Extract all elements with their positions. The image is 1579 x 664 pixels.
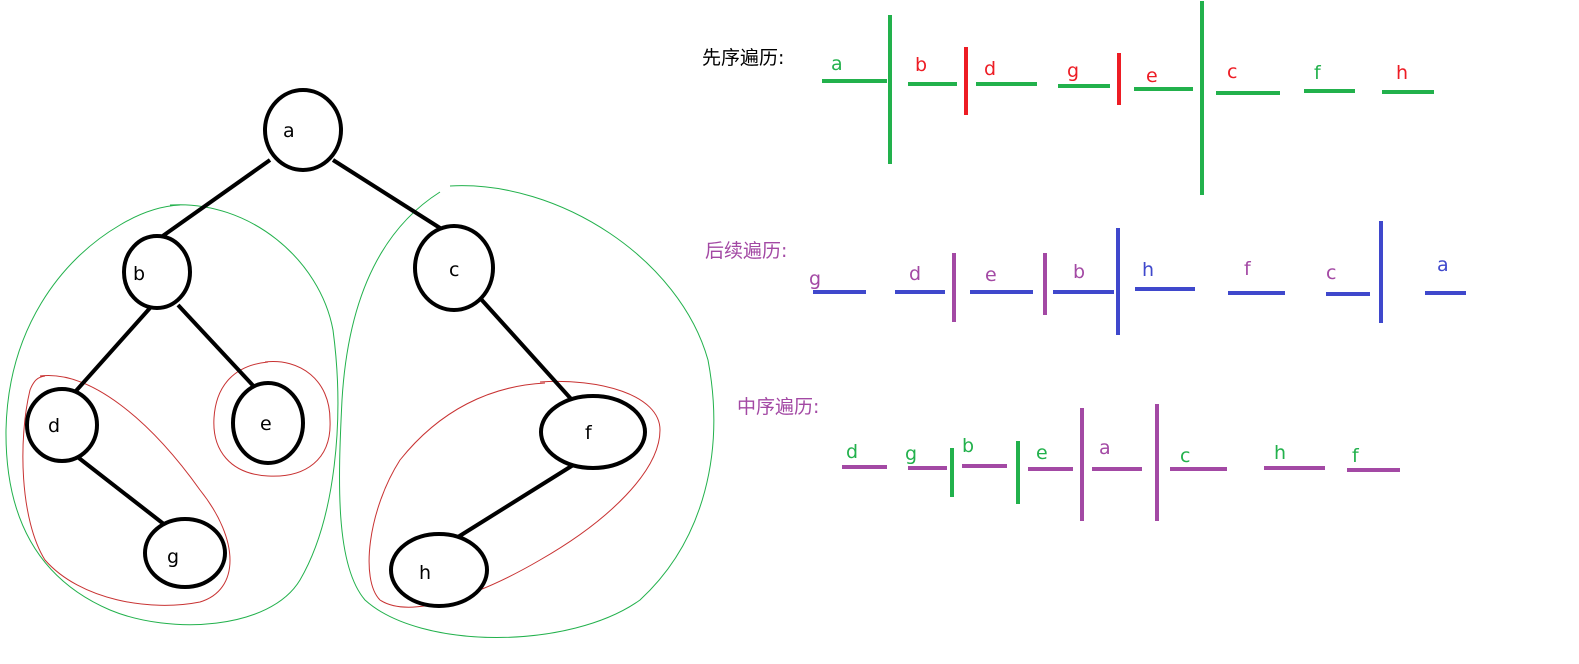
tree-node-a: a: [263, 88, 343, 172]
tree-node-label: b: [133, 263, 145, 285]
postorder-letter: c: [1326, 262, 1336, 284]
postorder-letter: e: [985, 264, 997, 286]
inorder-letter: g: [905, 443, 917, 465]
postorder-letter: h: [1142, 259, 1154, 281]
d-subtree-outline: [22, 375, 231, 606]
preorder-letter: h: [1396, 62, 1408, 84]
tree-node-label: a: [283, 120, 295, 142]
tree-node-label: d: [48, 415, 60, 437]
tree-node-f: f: [539, 394, 647, 470]
preorder-letter: d: [984, 58, 996, 80]
tree-node-circle: [143, 517, 227, 589]
postorder-section: 后续遍历: g d e b h f c a: [705, 221, 1466, 335]
tree-node-circle: [413, 224, 495, 312]
inorder-letter: a: [1099, 437, 1111, 459]
tree-edge-b-e: [176, 303, 262, 395]
tree-node-label: e: [260, 413, 272, 435]
tree-node-label: f: [585, 422, 593, 444]
inorder-letter: e: [1036, 442, 1048, 464]
tree-node-d: d: [25, 387, 99, 463]
tree-node-circle: [122, 234, 192, 310]
postorder-letter: b: [1073, 261, 1085, 283]
inorder-letter: d: [846, 441, 858, 463]
postorder-letter: d: [909, 263, 921, 285]
postorder-title: 后续遍历:: [705, 240, 787, 262]
preorder-letter: a: [831, 53, 843, 75]
inorder-letter: f: [1352, 445, 1360, 467]
tree-node-label: g: [167, 546, 179, 568]
tree-node-c: c: [413, 224, 495, 312]
preorder-letter: c: [1227, 61, 1237, 83]
tree-node-circle: [389, 532, 489, 608]
tree-edge-f-h: [456, 460, 580, 539]
e-subtree-outline: [213, 361, 331, 477]
tree-node-circle: [25, 387, 99, 463]
inorder-section: 中序遍历: d g b e a c h f: [737, 396, 1400, 521]
right-subtree-outline: [339, 185, 715, 638]
inorder-title: 中序遍历:: [737, 396, 819, 418]
tree-node-g: g: [143, 517, 227, 589]
preorder-letter: e: [1146, 65, 1158, 87]
preorder-letter: b: [915, 54, 927, 76]
preorder-title: 先序遍历:: [702, 47, 784, 69]
tree-node-e: e: [231, 381, 305, 465]
postorder-letter: f: [1244, 258, 1252, 280]
tree-node-label: c: [449, 259, 459, 281]
tree-node-circle: [231, 381, 305, 465]
preorder-letter: f: [1314, 62, 1322, 84]
tree-node-h: h: [389, 532, 489, 608]
tree-edge-c-f: [478, 296, 574, 402]
tree-node-b: b: [122, 234, 192, 310]
tree-node-circle: [263, 88, 343, 172]
tree-edge-a-c: [331, 158, 442, 230]
inorder-letter: h: [1274, 442, 1286, 464]
preorder-section: 先序遍历: a b d g e c f h: [702, 1, 1434, 195]
inorder-letter: c: [1180, 445, 1190, 467]
tree-edge-d-g: [73, 453, 167, 527]
tree-node-circle: [539, 394, 647, 470]
left-subtree-outline: [5, 204, 339, 626]
tree-edge-b-d: [73, 306, 152, 394]
inorder-letter: b: [962, 435, 974, 457]
postorder-letter: a: [1437, 254, 1449, 276]
postorder-letter: g: [809, 268, 821, 290]
tree-node-label: h: [419, 562, 431, 584]
preorder-letter: g: [1067, 60, 1079, 82]
tree-edge-a-b: [148, 158, 272, 247]
